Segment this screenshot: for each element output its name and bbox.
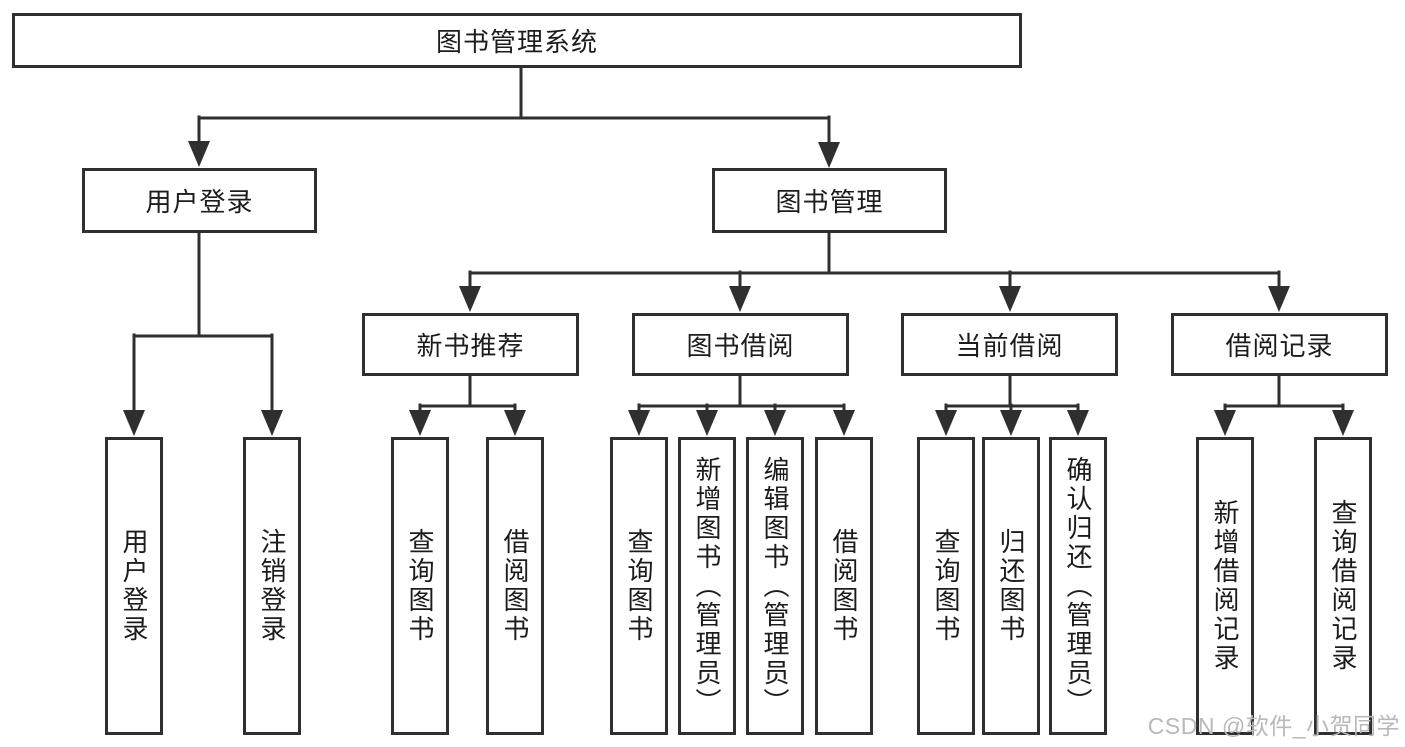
node-library-system-label: 图书管理系统 [435,27,598,57]
leaf-current-return-books-label: 归还图书 [996,528,1026,644]
leaf-borrow-query-books-label: 查询图书 [624,528,654,644]
leaf-borrow-borrow-books: 借阅图书 [815,437,873,735]
leaf-newbook-query-books: 查询图书 [391,437,449,735]
leaf-current-query-books-label: 查询图书 [931,528,961,644]
node-book-borrow: 图书借阅 [632,313,849,376]
node-book-management: 图书管理 [712,168,947,233]
leaf-borrow-borrow-books-label: 借阅图书 [829,528,859,644]
arrowheads [123,141,1354,436]
leaf-logout-label: 注销登录 [257,528,287,644]
leaf-newbook-query-books-label: 查询图书 [405,528,435,644]
node-new-book-recommend: 新书推荐 [362,313,579,376]
leaf-borrow-add-books-admin: 新增图书（管理员） [678,437,736,735]
leaf-user-login: 用户登录 [105,437,163,735]
node-current-borrow: 当前借阅 [901,313,1118,376]
leaf-records-query-record-label: 查询借阅记录 [1328,499,1358,673]
leaf-records-add-record: 新增借阅记录 [1196,437,1254,735]
node-current-borrow-label: 当前借阅 [955,331,1064,361]
csdn-watermark: CSDN @软件_小贺同学 [1147,713,1400,739]
node-book-management-label: 图书管理 [775,187,884,217]
node-borrow-records: 借阅记录 [1171,313,1388,376]
node-user-login: 用户登录 [82,168,317,233]
leaf-current-confirm-return-admin-label: 确认归还（管理员） [1063,455,1093,717]
leaf-records-query-record: 查询借阅记录 [1314,437,1372,735]
leaf-records-add-record-label: 新增借阅记录 [1210,499,1240,673]
leaf-newbook-borrow-books-label: 借阅图书 [500,528,530,644]
leaf-current-query-books: 查询图书 [917,437,975,735]
node-user-login-label: 用户登录 [145,187,254,217]
node-library-system: 图书管理系统 [12,13,1022,68]
leaf-borrow-edit-books-admin-label: 编辑图书（管理员） [760,455,790,717]
leaf-logout: 注销登录 [243,437,301,735]
leaf-current-return-books: 归还图书 [982,437,1040,735]
leaf-current-confirm-return-admin: 确认归还（管理员） [1049,437,1107,735]
leaf-newbook-borrow-books: 借阅图书 [486,437,544,735]
leaf-borrow-query-books: 查询图书 [610,437,668,735]
node-new-book-recommend-label: 新书推荐 [416,331,525,361]
leaf-borrow-add-books-admin-label: 新增图书（管理员） [692,455,722,717]
node-borrow-records-label: 借阅记录 [1225,331,1334,361]
node-book-borrow-label: 图书借阅 [686,331,795,361]
leaf-borrow-edit-books-admin: 编辑图书（管理员） [746,437,804,735]
leaf-user-login-label: 用户登录 [119,528,149,644]
